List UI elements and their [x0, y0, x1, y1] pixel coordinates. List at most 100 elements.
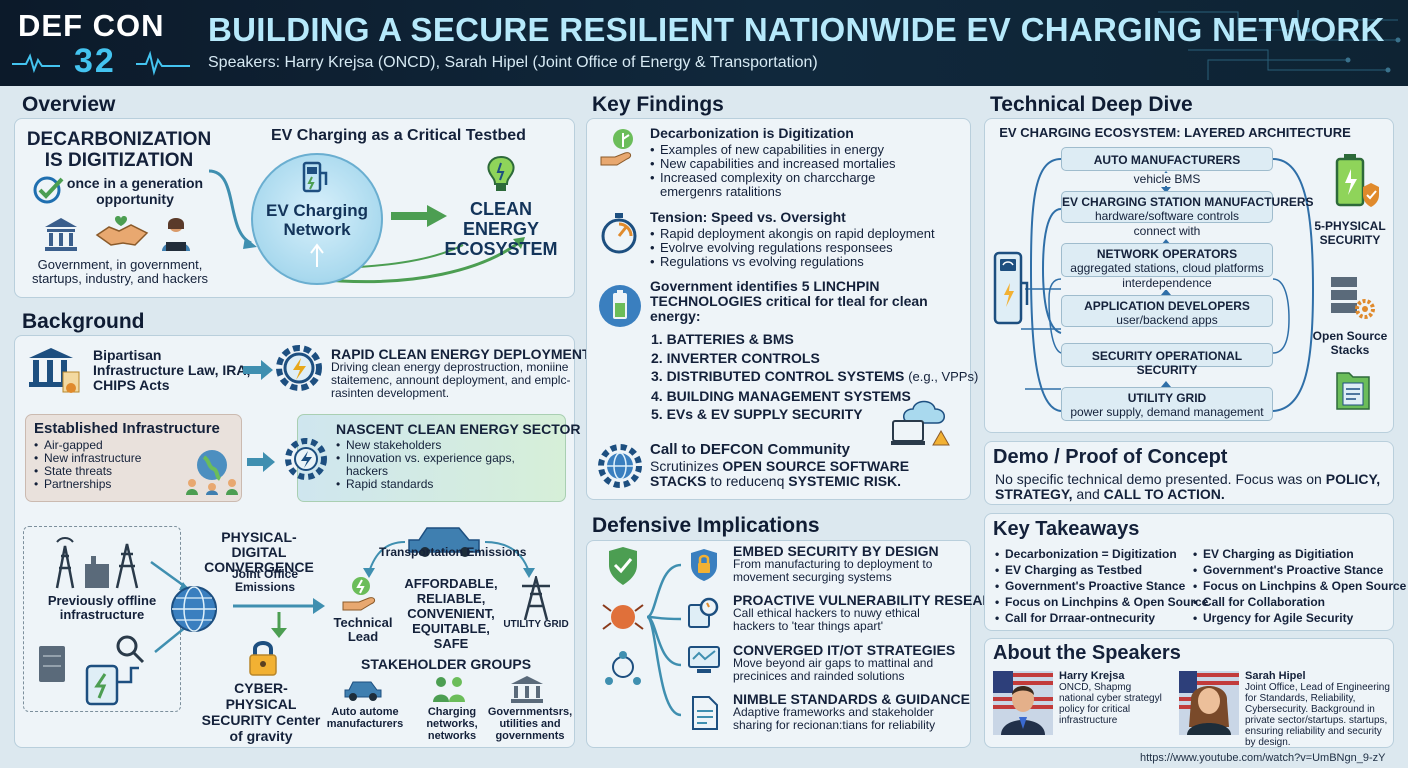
- globe-icon: [171, 586, 217, 632]
- finding-4-pre: Scrutinizes: [650, 458, 723, 474]
- hand-energy-icon: [342, 577, 376, 611]
- demo-panel: Demo / Proof of Concept No specific tech…: [984, 441, 1394, 505]
- page-title: BUILDING A SECURE RESILIENT NATIONWIDE E…: [208, 11, 1385, 48]
- layer-security-ops: SECURITY OPERATIONAL SECURITY: [1061, 343, 1273, 377]
- linchpin-name: 3. DISTRIBUTED CONTROL SYSTEMS: [651, 368, 905, 384]
- speaker-1-avatar: [993, 671, 1053, 735]
- offline-infra-text: Previously offline infrastructure: [47, 593, 157, 622]
- linchpin-list: 1. BATTERIES & BMS 2. INVERTER CONTROLS …: [651, 330, 978, 424]
- link-vehicle-bms: vehicle BMS: [1121, 173, 1213, 186]
- ev-charger-station-icon: [993, 251, 1029, 325]
- list-item: New capabilities and increased mortalies: [650, 157, 896, 172]
- gear-globe-icon: [598, 444, 642, 488]
- globe-people-icon: [186, 450, 238, 495]
- stakeholders-text: Government, in government, startups, ind…: [31, 257, 209, 286]
- monitor-icon: [688, 646, 720, 673]
- plant-hand-icon: [600, 129, 633, 166]
- physical-security-text: 5-PHYSICAL SECURITY: [1314, 219, 1386, 247]
- government-icon: [511, 676, 543, 703]
- layer-auto-manufacturers: AUTO MANUFACTURERS: [1061, 147, 1273, 171]
- logo-text: DEF CON: [18, 8, 165, 43]
- battery-shield-icon: [1335, 154, 1379, 207]
- gear-icon: [285, 438, 327, 480]
- cloud-laptop-icon: [891, 400, 950, 446]
- takeaways-title: Key Takeaways: [993, 518, 1140, 540]
- takeaways-left-list: Decarbonization = Digitization EV Chargi…: [995, 546, 1208, 626]
- established-list: Air-gapped New infrastructure State thre…: [34, 439, 141, 492]
- implication-4-desc: Adaptive frameworks and stakeholder shar…: [733, 705, 936, 732]
- finding-4-title: Call to DEFCON Community: [650, 441, 851, 458]
- magnifier-icon: [688, 597, 719, 628]
- defensive-title: Defensive Implications: [592, 514, 820, 537]
- cps-text: CYBER-PHYSICAL SECURITY Center of gravit…: [201, 680, 321, 744]
- list-item: Regulations vs evolving regulations: [650, 255, 935, 270]
- list-item: Increased complexity on charccharge: [650, 171, 896, 186]
- defensive-panel: EMBED SECURITY BY DESIGN From manufactur…: [586, 540, 1013, 748]
- network-node-icon: [310, 243, 324, 267]
- list-item: Rapid deployment akongis on rapid deploy…: [650, 227, 935, 242]
- speaker-1-name: Harry Krejsa: [1059, 670, 1125, 682]
- folder-documents-icon: [1336, 372, 1370, 410]
- server-stack-icon: [1331, 277, 1375, 319]
- deep-dive-title: Technical Deep Dive: [990, 93, 1193, 116]
- demo-text: No specific technical demo presented. Fo…: [995, 472, 1389, 502]
- link-interdependence: interdependence: [1111, 277, 1223, 290]
- speaker-2-name: Sarah Hipel: [1245, 670, 1306, 682]
- group-charging: Charging networks, networks: [426, 706, 478, 742]
- demo-mid: and: [1072, 486, 1104, 502]
- nascent-title: NASCENT CLEAN ENERGY SECTOR: [336, 421, 581, 437]
- list-item: Examples of new capabilities in energy: [650, 143, 896, 158]
- group-auto: Auto autome manufacturers: [326, 706, 404, 730]
- list-item: Partnerships: [34, 478, 141, 492]
- utility-tower-icon: [522, 576, 550, 620]
- server-charger-icons: [39, 635, 145, 706]
- findings-panel: Decarbonization is Digitization Examples…: [586, 118, 978, 500]
- finding-4-mid: to reducenq: [710, 473, 789, 489]
- speaker-2-avatar: [1179, 671, 1239, 735]
- list-item: Innovation vs. experience gaps, hackers: [336, 452, 536, 478]
- demo-title: Demo / Proof of Concept: [993, 446, 1228, 468]
- layer-station-manufacturers: EV CHARGING STATION MANUFACTURERS hardwa…: [1061, 191, 1314, 223]
- government-building-icon: [45, 218, 77, 251]
- list-item: 5. EVs & EV SUPPLY SECURITY: [651, 406, 863, 422]
- nascent-box: NASCENT CLEAN ENERGY SECTOR New stakehol…: [285, 414, 581, 502]
- takeaways-right-list: EV Charging as Digitiation Government's …: [1193, 546, 1406, 626]
- list-item: Call for Drraar-ontnecurity: [995, 610, 1208, 626]
- background-title: Background: [22, 310, 145, 333]
- ev-network-label: EV Charging Network: [265, 201, 368, 239]
- list-item: Air-gapped: [34, 439, 141, 453]
- video-url-link[interactable]: https://www.youtube.com/watch?v=UmBNgn_9…: [1140, 752, 1386, 764]
- list-item: 3. DISTRIBUTED CONTROL SYSTEMS (e.g., VP…: [651, 367, 978, 387]
- speakers-line: Speakers: Harry Krejsa (ONCD), Sarah Hip…: [208, 54, 818, 71]
- open-source-text: Open Source Stacks: [1312, 329, 1388, 357]
- checkmark-icon: [33, 176, 64, 204]
- implication-2-title: PROACTIVE VULNERABILITY RESEARCH: [733, 592, 1013, 608]
- layer-desc: user/backend apps: [1116, 313, 1218, 327]
- group-government: Governmentsrs, utilities and governments: [487, 706, 573, 742]
- power-tower-icon: [55, 537, 139, 589]
- background-panel: Bipartisan Infrastructure Law, IRA, CHIP…: [14, 335, 591, 748]
- shield-lock-icon: [691, 549, 717, 581]
- stakeholder-groups-title: STAKEHOLDER GROUPS: [361, 656, 532, 672]
- arrow-icon: [243, 360, 273, 380]
- implication-4-title: NIMBLE STANDARDS & GUIDANCE: [733, 691, 970, 707]
- overview-title: Overview: [22, 93, 116, 116]
- finding-1-list: Examples of new capabilities in energy N…: [650, 143, 896, 186]
- opportunity-text: once in a generation opportunity: [66, 175, 204, 207]
- layer-name: EV CHARGING STATION MANUFACTURERS: [1062, 195, 1314, 209]
- defcon-logo: DEF CON 32: [12, 6, 192, 80]
- finding-4-text: Scrutinizes OPEN SOURCE SOFTWARE STACKS …: [650, 459, 960, 489]
- finding-4-bold-1: OPEN SOURCE SOFTWARE STACKS: [650, 458, 910, 489]
- implication-3-desc: Move beyond air gaps to mattinal and pre…: [733, 656, 934, 683]
- list-item: EV Charging as Digitiation: [1193, 546, 1406, 562]
- layer-name: UTILITY GRID: [1127, 391, 1207, 405]
- layer-desc: aggregated stations, cloud platforms: [1070, 261, 1264, 275]
- list-item: Focus on Linchpins & Open Source: [1193, 578, 1406, 594]
- implication-3-title: CONVERGED IT/OT STRATEGIES: [733, 642, 956, 658]
- testbed-title: EV Charging as a Critical Testbed: [271, 127, 526, 144]
- transport-emissions-text: Transportation Emissions: [379, 545, 527, 559]
- layer-desc: hardware/software controls: [1094, 209, 1240, 223]
- architecture-connectors: [1021, 158, 1315, 412]
- list-item: 2. INVERTER CONTROLS: [651, 349, 820, 366]
- rapid-deployment-title: RAPID CLEAN ENERGY DEPLOYMENT: [331, 346, 591, 362]
